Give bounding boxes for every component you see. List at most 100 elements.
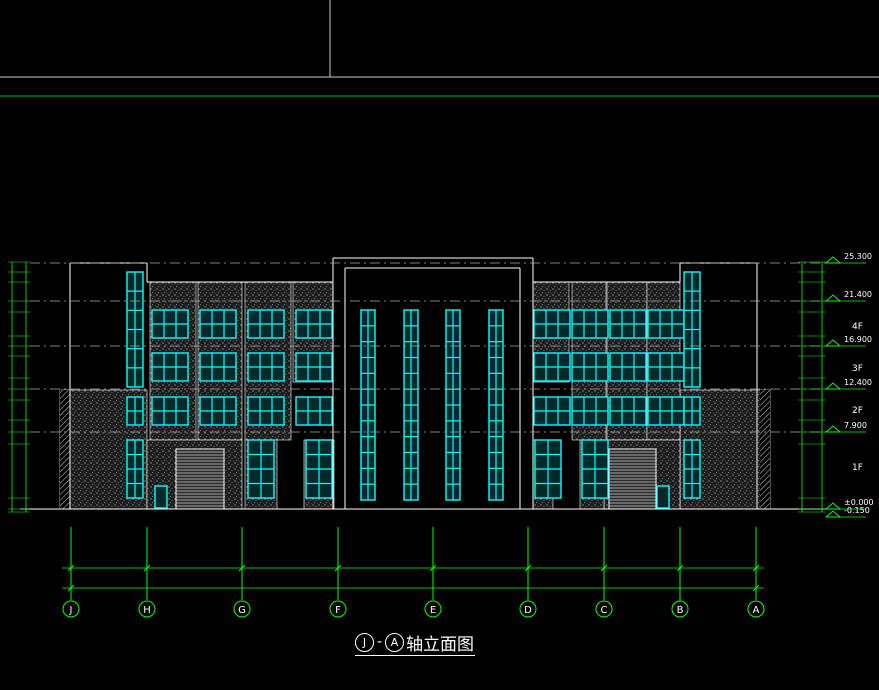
viewport-frame: [0, 0, 879, 97]
window: [247, 309, 285, 339]
window: [609, 396, 647, 426]
window: [403, 309, 419, 501]
axis-label: G: [238, 605, 246, 616]
window: [533, 309, 571, 339]
title-axis-from: J: [355, 632, 374, 652]
window: [199, 352, 237, 382]
axis-label: J: [69, 605, 73, 616]
hatch-left: [60, 390, 70, 509]
window: [647, 396, 685, 426]
level-value: 12.400: [844, 378, 872, 387]
window: [571, 309, 609, 339]
dimension-tick: [67, 584, 75, 592]
level-value: ±0.000: [844, 498, 874, 507]
level-symbol: [825, 510, 842, 518]
window: [360, 309, 376, 501]
axis-bubble: [62, 600, 80, 618]
title-underline: [355, 655, 475, 656]
window: [126, 271, 144, 388]
window: [581, 439, 609, 499]
hatch-right: [760, 390, 770, 509]
window: [126, 396, 144, 426]
level-symbol: [825, 425, 842, 433]
window: [151, 309, 189, 339]
floor-label: 4F: [852, 322, 863, 332]
window: [609, 309, 647, 339]
drawing-title: J - A 轴立面图: [355, 628, 474, 656]
level-value: 25.300: [844, 252, 872, 261]
window: [533, 352, 571, 382]
axis-label: H: [143, 605, 151, 616]
title-axis-to: A: [385, 632, 405, 652]
window: [571, 352, 609, 382]
level-symbol: [825, 294, 842, 302]
axis-bubble: [329, 600, 347, 618]
window: [647, 309, 685, 339]
dimension-tick: [429, 564, 437, 572]
dimension-tick: [143, 564, 151, 572]
axis-bubble: [671, 600, 689, 618]
axis-bubble: [519, 600, 537, 618]
floor-label: 1F: [852, 463, 863, 473]
dimension-tick: [238, 564, 246, 572]
dimension-tick: [334, 564, 342, 572]
dimension-lines: [8, 261, 826, 592]
axis-bubble: [233, 600, 251, 618]
window: [247, 352, 285, 382]
window: [295, 396, 333, 426]
axis-bubble: [424, 600, 442, 618]
window: [609, 352, 647, 382]
dimension-tick: [600, 564, 608, 572]
window: [683, 439, 701, 499]
window: [247, 439, 275, 499]
level-markers: 25.300 21.400 16.900 12.400 7.900 ±0.000-0.15…: [825, 252, 874, 518]
window: [445, 309, 461, 501]
axis-label: A: [753, 605, 760, 616]
floor-label: 3F: [852, 364, 863, 374]
axis-label: C: [601, 605, 608, 616]
window: [647, 352, 685, 382]
window: [571, 396, 609, 426]
dimension-tick: [752, 564, 760, 572]
window: [683, 396, 701, 426]
window: [199, 396, 237, 426]
axis-bubble: [747, 600, 765, 618]
level-symbol: [825, 256, 842, 264]
level-value: 7.900: [844, 421, 867, 430]
axis-label: F: [335, 605, 341, 616]
level-dashed-lines: [30, 262, 840, 433]
window: [247, 396, 285, 426]
level-value: -0.150: [844, 506, 870, 515]
level-value: 21.400: [844, 290, 872, 299]
axis-label: E: [430, 605, 436, 616]
title-text: 轴立面图: [406, 634, 475, 655]
window: [151, 396, 189, 426]
axis-bubble: [595, 600, 613, 618]
window: [295, 309, 333, 339]
window: [126, 439, 144, 499]
window: [533, 396, 571, 426]
dimension-tick: [676, 564, 684, 572]
window: [488, 309, 504, 501]
dimension-tick: [752, 584, 760, 592]
level-value: 16.900: [844, 335, 872, 344]
dimension-tick: [67, 564, 75, 572]
axis-label: B: [677, 605, 684, 616]
axis-bubble: [138, 600, 156, 618]
window: [154, 485, 168, 509]
dimension-tick: [524, 564, 532, 572]
window: [656, 485, 670, 509]
window-layer: [126, 271, 701, 510]
level-symbol: [825, 339, 842, 347]
title-separator: -: [377, 634, 383, 650]
window: [199, 309, 237, 339]
window: [683, 271, 701, 388]
level-symbol: [825, 502, 842, 510]
axis-label: D: [524, 605, 532, 616]
window: [534, 439, 562, 499]
window: [151, 352, 189, 382]
window: [295, 352, 333, 382]
floor-label: 2F: [852, 406, 863, 416]
